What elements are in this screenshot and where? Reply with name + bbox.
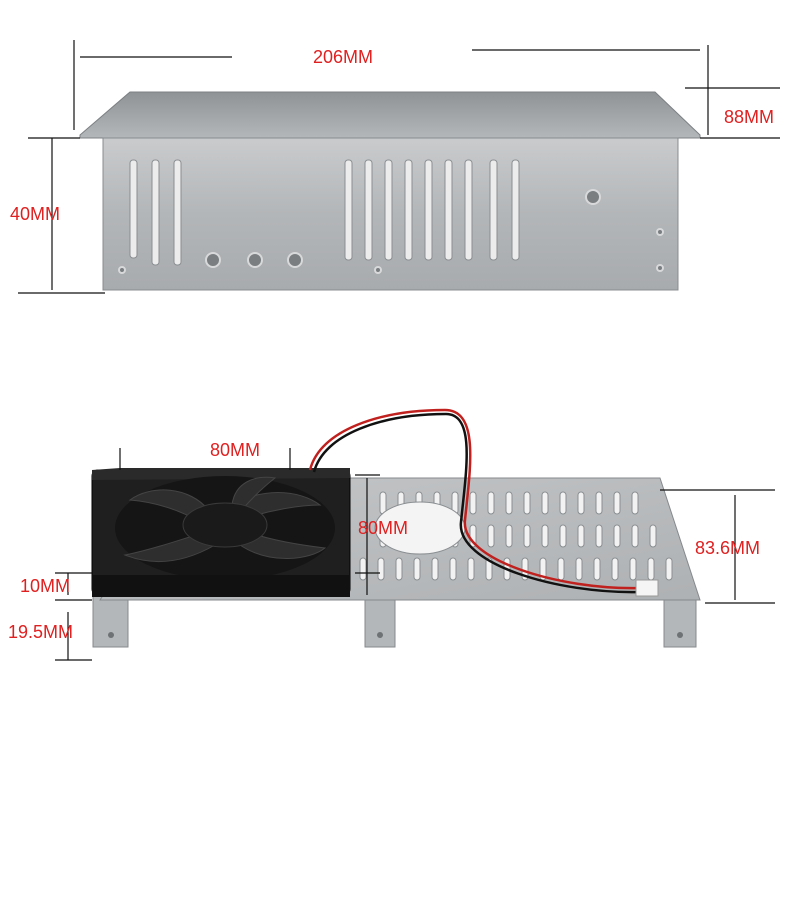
plate-slot	[449, 557, 457, 581]
wire-connector	[635, 579, 659, 597]
plate-slot	[613, 524, 621, 548]
plate-slot	[611, 557, 619, 581]
plate-slot	[359, 557, 367, 581]
plate-slot	[631, 491, 639, 515]
plate-slot	[505, 524, 513, 548]
plate-slot	[487, 491, 495, 515]
plate-slot	[467, 557, 475, 581]
plate-slot	[523, 524, 531, 548]
plate-slot	[595, 491, 603, 515]
leg-height-dimension-label: 19.5MM	[8, 622, 74, 642]
mounting-holes	[118, 189, 664, 274]
plate-slot	[631, 524, 639, 548]
fan-width-dimension-label: 80MM	[210, 440, 261, 460]
vent-slots-left	[129, 159, 182, 266]
plate-slot	[595, 524, 603, 548]
plate-slot	[485, 557, 493, 581]
plate-depth-dimension-label: 83.6MM	[695, 538, 761, 558]
enclosure-side-view	[79, 91, 701, 291]
plate-slot	[577, 524, 585, 548]
plate-slot	[575, 557, 583, 581]
plate-slot	[559, 491, 567, 515]
cooling-fan	[91, 468, 351, 597]
length-dimension-label: 206MM	[313, 47, 374, 67]
flange-dimension-label: 88MM	[724, 107, 775, 127]
plate-slot	[557, 557, 565, 581]
plate-slot	[629, 557, 637, 581]
plate-slot	[541, 491, 549, 515]
plate-slot	[649, 524, 657, 548]
plate-slot	[395, 557, 403, 581]
top-dimension-lines	[18, 40, 780, 294]
fan-height-dimension-label: 80MM	[358, 518, 409, 538]
height-dimension-label: 40MM	[10, 204, 61, 224]
plate-slot	[431, 557, 439, 581]
plate-slot	[379, 491, 387, 515]
fan-plate-assembly	[91, 408, 701, 648]
vent-slots-middle	[344, 159, 520, 261]
plate-slot	[469, 491, 477, 515]
plate-slot	[593, 557, 601, 581]
bottom-dimension-lines	[55, 448, 775, 661]
plate-slot	[559, 524, 567, 548]
plate-slot	[523, 491, 531, 515]
plate-slot	[577, 491, 585, 515]
plate-slot	[613, 491, 621, 515]
plate-slot	[665, 557, 673, 581]
plate-slot	[413, 557, 421, 581]
plate-slot	[505, 491, 513, 515]
fan-thickness-dimension-label: 10MM	[20, 576, 71, 596]
plate-slot	[377, 557, 385, 581]
plate-slot	[647, 557, 655, 581]
plate-slot	[487, 524, 495, 548]
fan-wires	[308, 408, 641, 594]
plate-slot	[541, 524, 549, 548]
